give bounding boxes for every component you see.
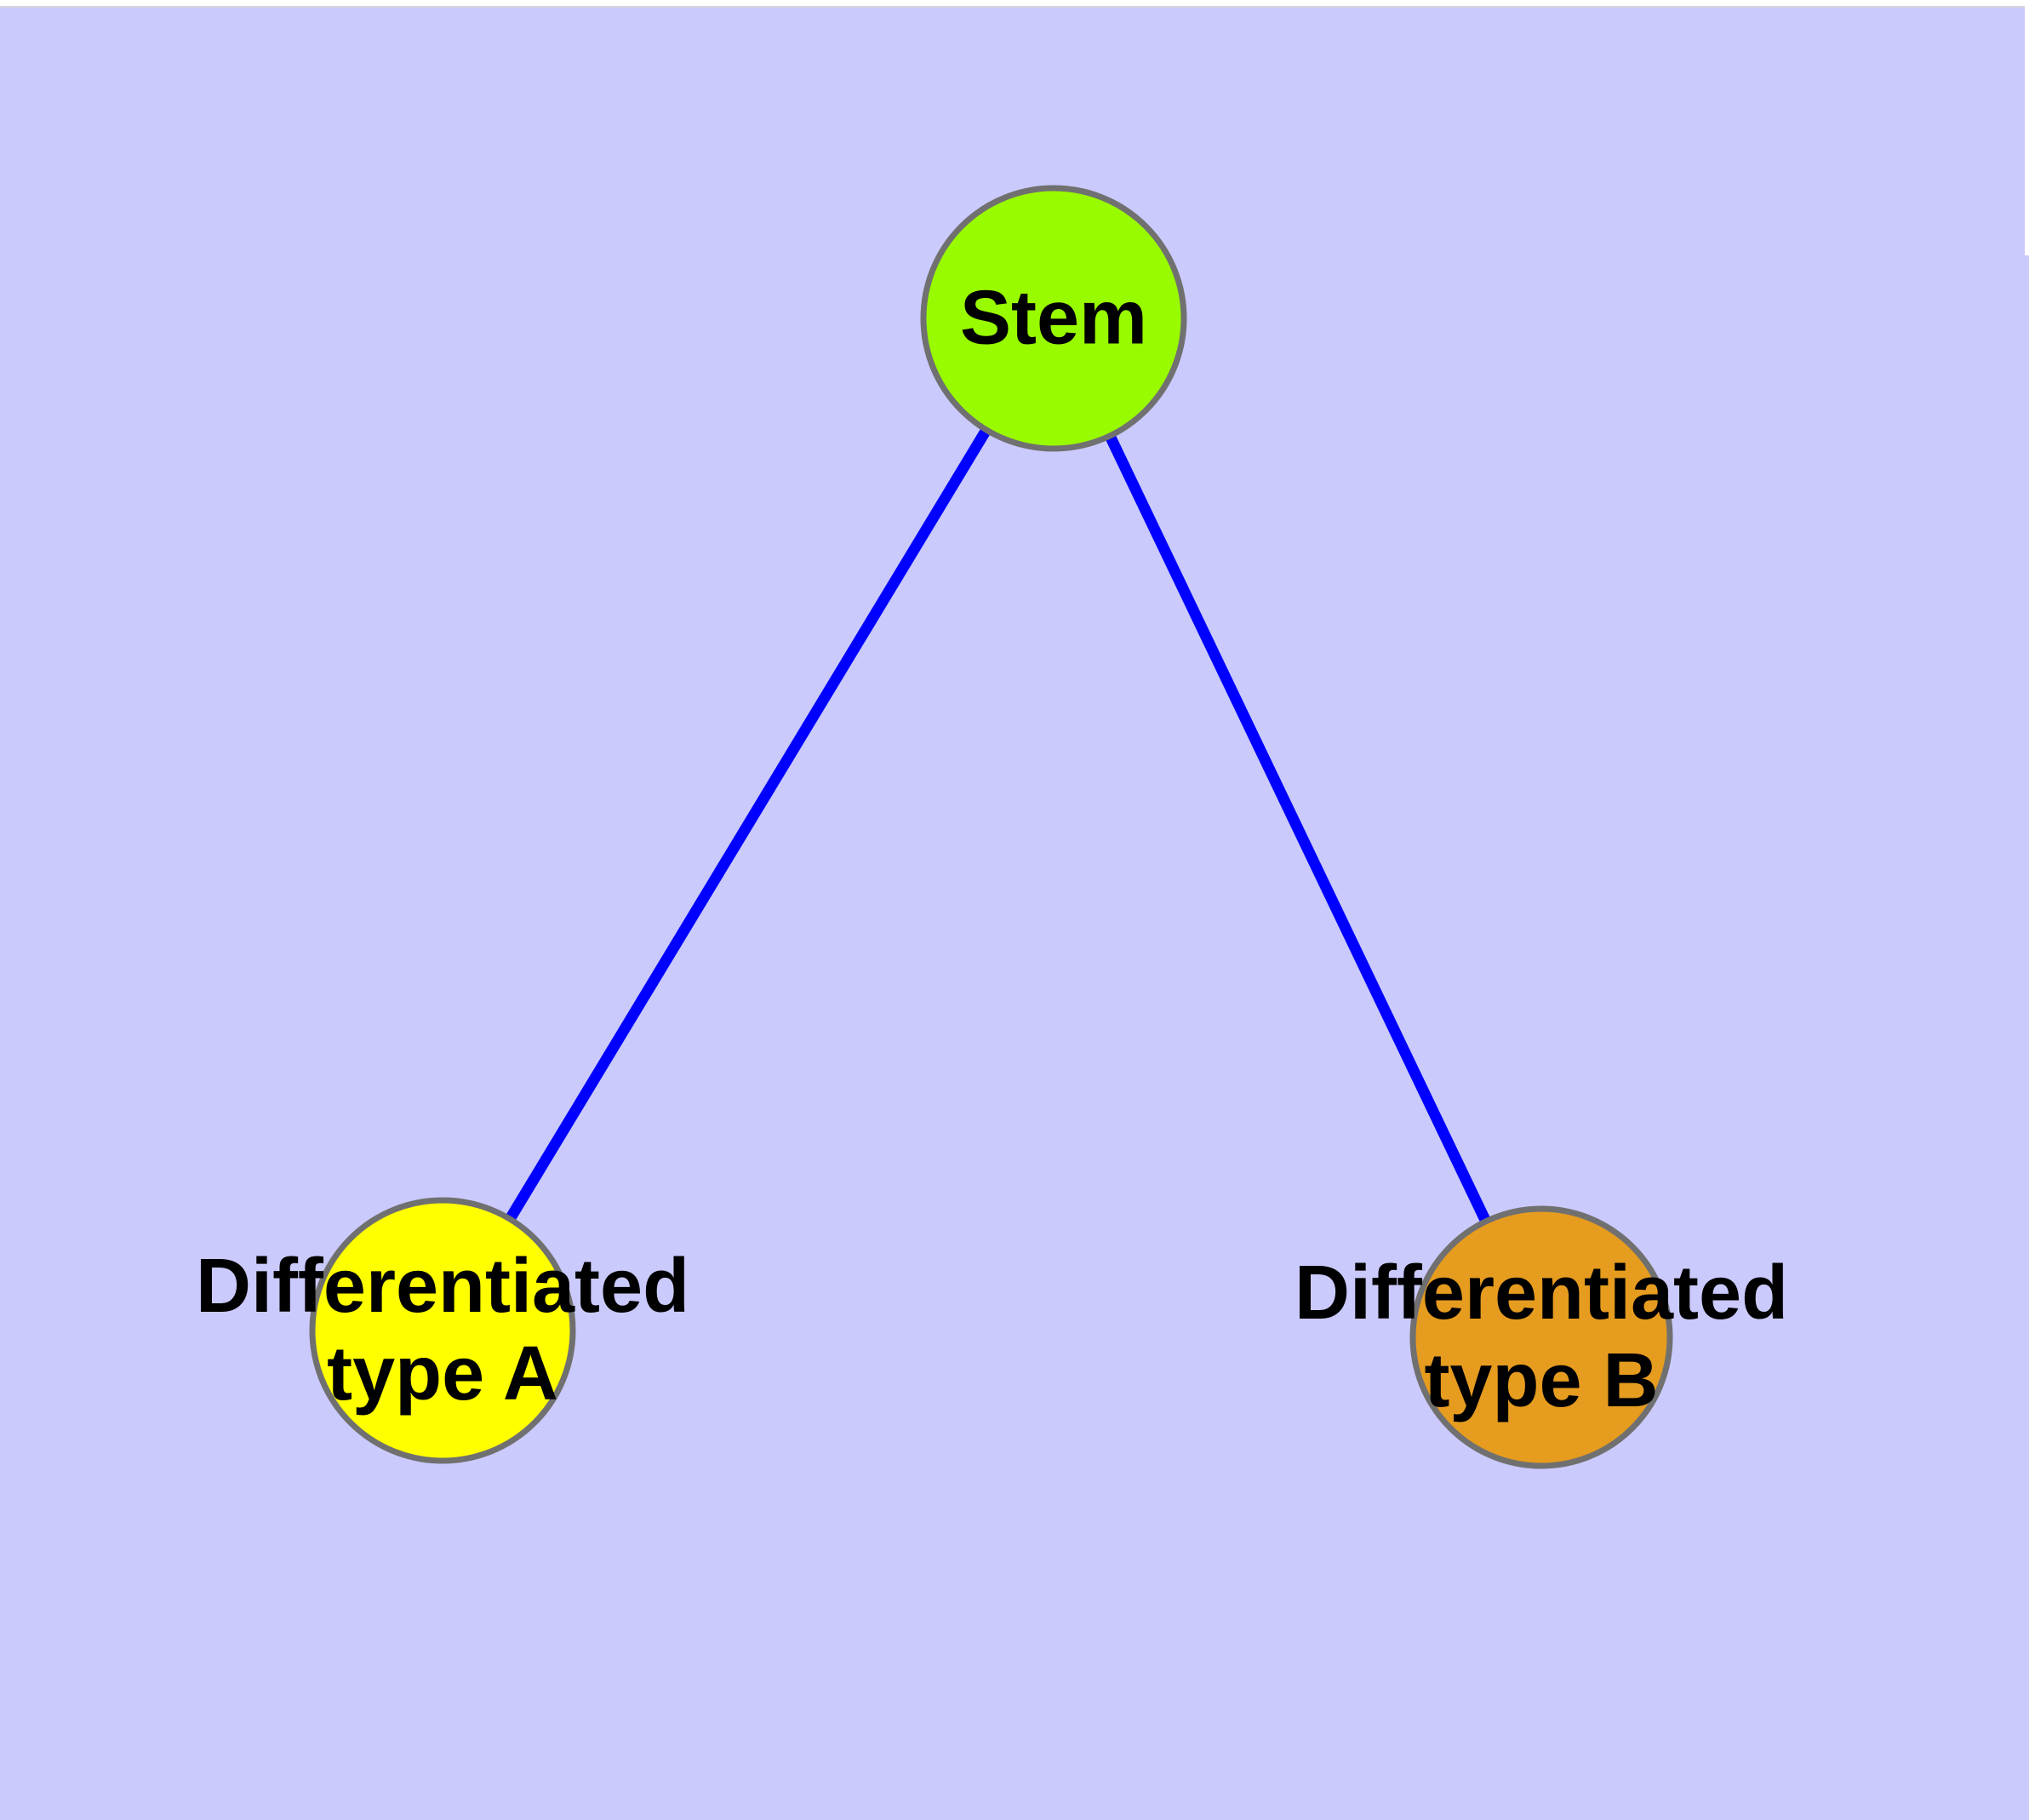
window-right-edge [2025, 0, 2029, 255]
window-top-edge [0, 0, 2029, 8]
node-type-a-circle [309, 1197, 576, 1464]
edge-stem-to-type-a [437, 315, 1059, 1334]
edge-stem-to-type-b [1049, 316, 1546, 1340]
diagram-background: Stem Differentiated type A Differentiate… [0, 8, 2029, 1820]
node-type-b-circle [1409, 1205, 1673, 1469]
diagram-canvas [309, 185, 1673, 1469]
node-stem-circle [920, 185, 1187, 452]
